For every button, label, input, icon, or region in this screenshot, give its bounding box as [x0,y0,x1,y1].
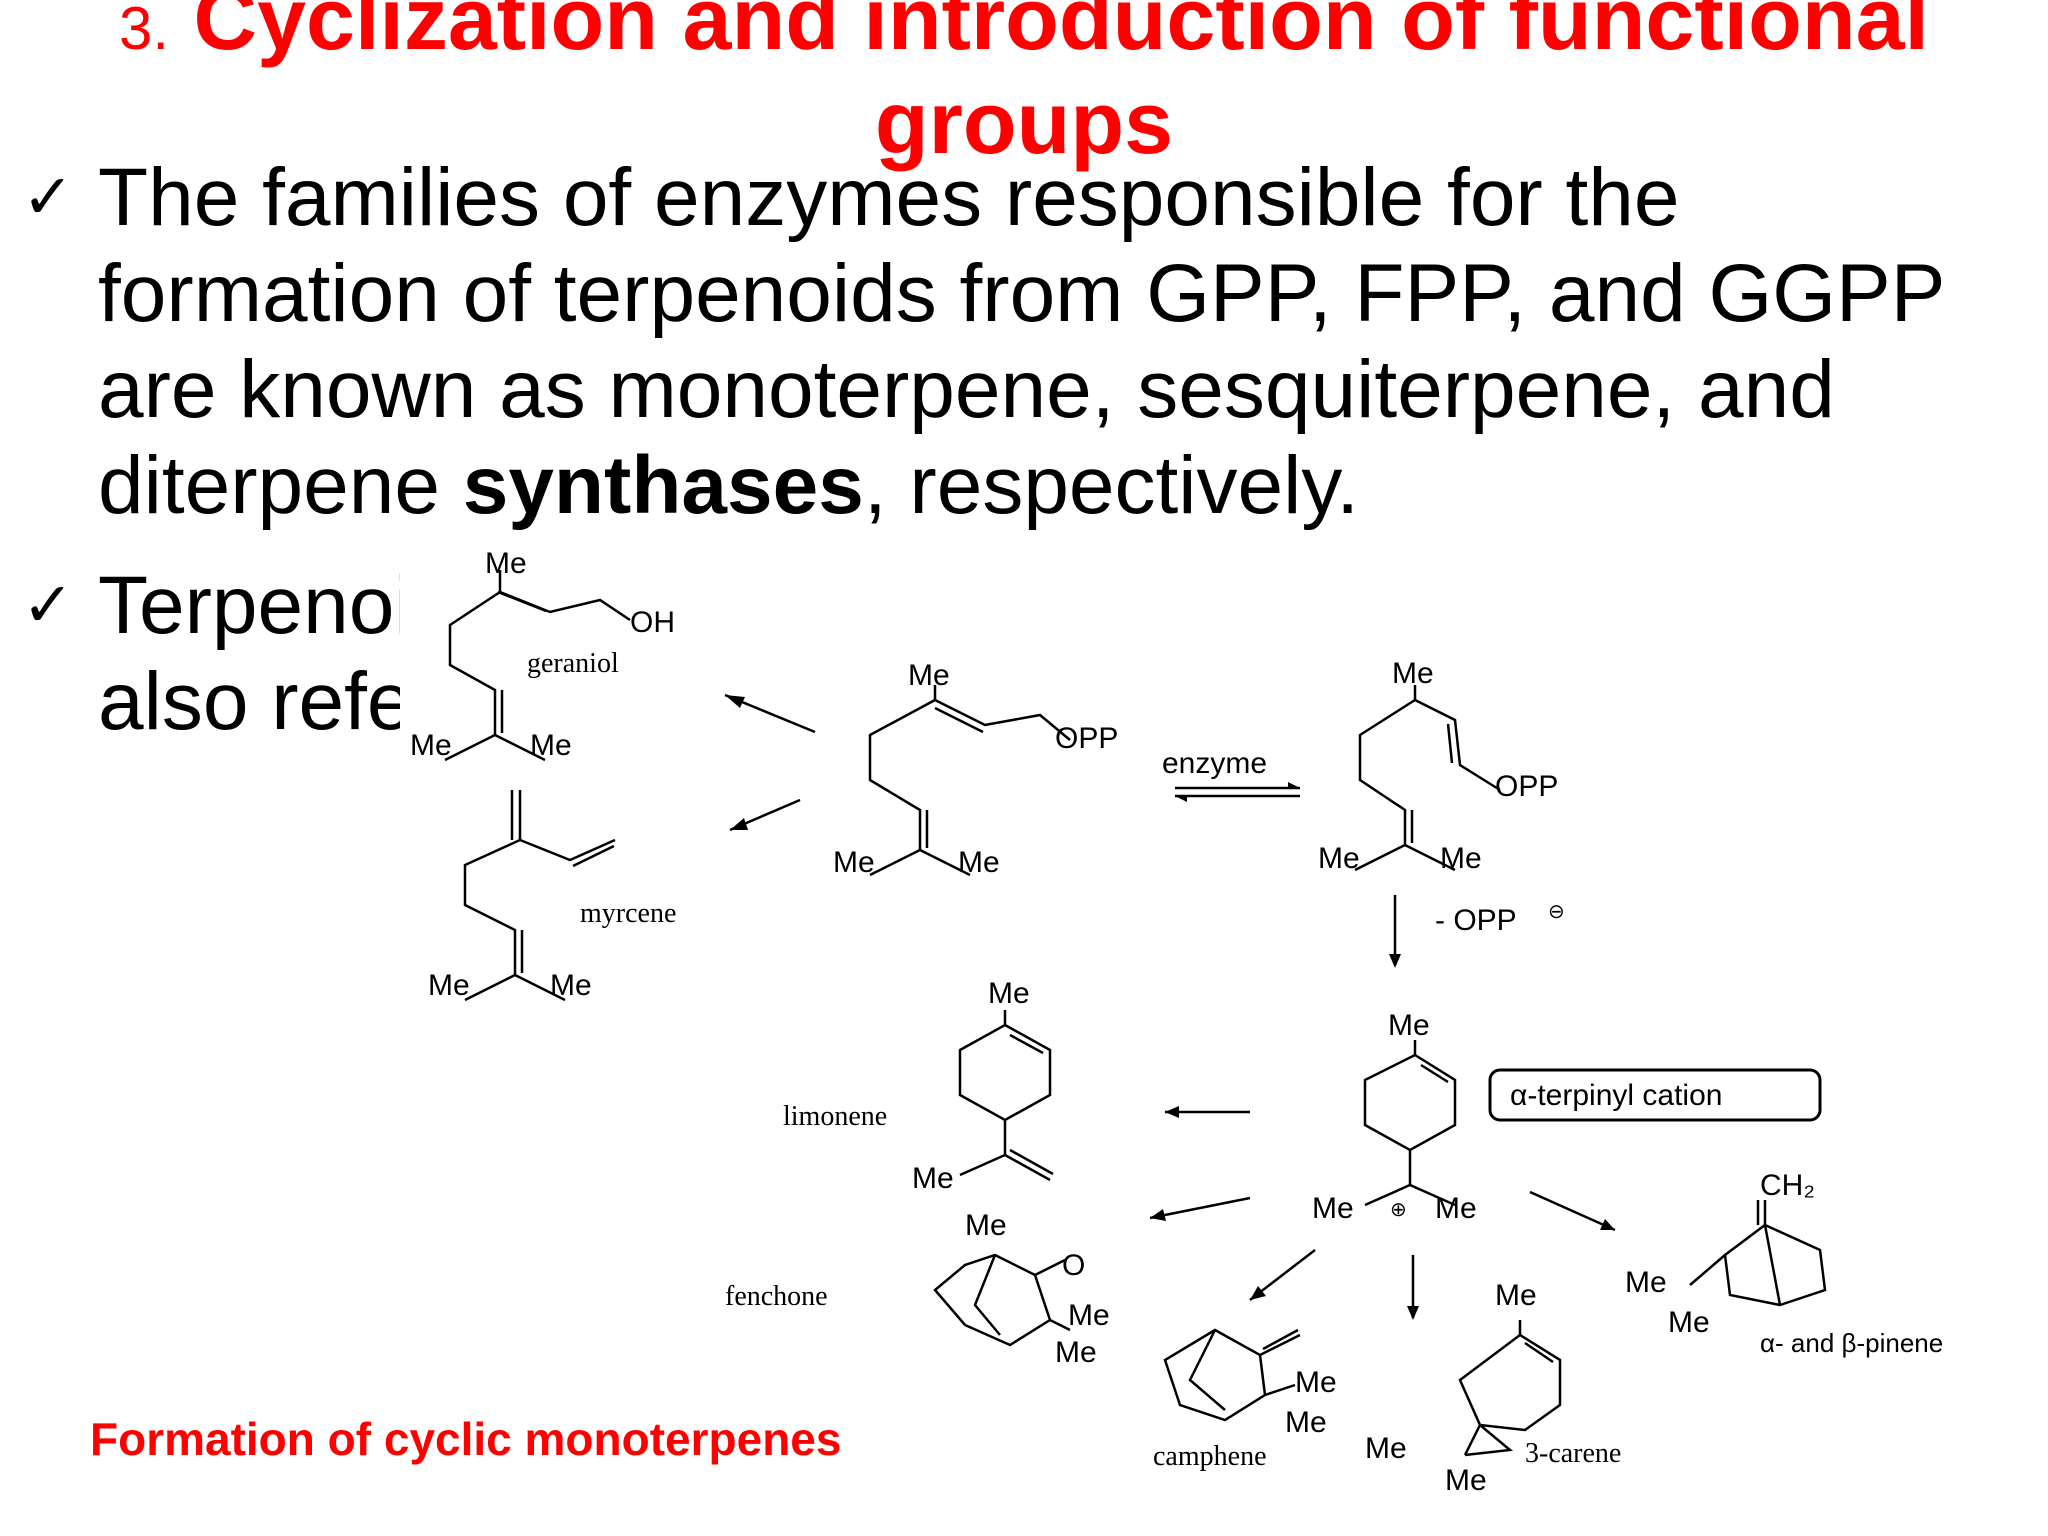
me-label: Me [550,969,592,1002]
me-label: Me [1668,1306,1710,1339]
check-mark-icon: ✓ [22,571,74,640]
camphene-label: camphene [1153,1441,1267,1472]
neryl-opp-structure [1354,685,1501,872]
terpinyl-cation-structure [1363,1040,1457,1207]
bullet-text-end: , respectively. [863,440,1360,531]
pinene-label: α- and β-pinene [1760,1328,1943,1358]
me-label: Me [1625,1266,1667,1299]
ch2-label: CH₂ [1760,1169,1815,1202]
oh-label: OH [630,606,675,639]
slide-title: 3. Cyclization and introduction of funct… [0,0,2048,170]
myrcene-label: myrcene [580,898,676,929]
limonene-structure [958,1010,1054,1182]
title-text: Cyclization and introduction of function… [193,0,1929,172]
geraniol-structure [444,570,631,762]
bullet-synthases: ✓ The families of enzymes responsible fo… [22,150,2012,534]
me-label: Me [1285,1406,1327,1439]
carene-label: 3-carene [1525,1438,1621,1469]
fenchone-label: fenchone [725,1281,828,1312]
carene-structure [1458,1320,1562,1457]
ketone-o-label: O [1062,1249,1085,1282]
me-label: Me [1495,1279,1537,1312]
me-label: Me [530,729,572,762]
gpp-structure [868,685,1071,877]
me-label: Me [1055,1336,1097,1369]
positive-charge-icon: ⊕ [1390,1199,1407,1221]
me-label: Me [958,846,1000,879]
me-label: Me [1365,1432,1407,1465]
me-label: Me [912,1162,954,1195]
bullet-text-start: The families of enzymes responsible for … [98,152,1944,531]
fenchone-structure [933,1253,1071,1347]
bullet-text: The families of enzymes responsible for … [22,150,2012,534]
limonene-label: limonene [783,1101,887,1132]
me-label: Me [965,1209,1007,1242]
me-label: Me [1388,1009,1430,1042]
figure-caption: Formation of cyclic monoterpenes [90,1413,842,1465]
camphene-structure [1163,1328,1301,1422]
pinene-structure [1689,1200,1827,1307]
me-label: Me [908,659,950,692]
me-label: Me [410,729,452,762]
me-label: Me [1435,1192,1477,1225]
me-label: Me [1445,1464,1487,1497]
terpinyl-cation-label: α-terpinyl cation [1510,1079,1722,1112]
negative-charge-icon: ⊖ [1548,901,1565,923]
opp-label: OPP [1055,722,1118,755]
check-mark-icon: ✓ [22,163,74,232]
me-label: Me [1318,842,1360,875]
title-number: 3. [119,0,170,62]
me-label: Me [1440,842,1482,875]
minus-opp-label: - OPP [1435,904,1517,937]
me-label: Me [485,547,527,580]
enzyme-label: enzyme [1162,747,1267,780]
bullet-terpenoids: ✓ Terpenoi also refe [22,558,422,758]
geraniol-label: geraniol [527,648,619,679]
me-label: Me [428,969,470,1002]
myrcene-structure [463,790,616,1002]
bullet-text-partial: Terpenoi also refe [98,560,413,747]
bullet-bold-term: synthases [462,440,864,531]
opp-label: OPP [1495,770,1558,803]
me-label: Me [1295,1366,1337,1399]
me-label: Me [1068,1299,1110,1332]
me-label: Me [1392,657,1434,690]
me-label: Me [1312,1192,1354,1225]
me-label: Me [833,846,875,879]
me-label: Me [988,977,1030,1010]
